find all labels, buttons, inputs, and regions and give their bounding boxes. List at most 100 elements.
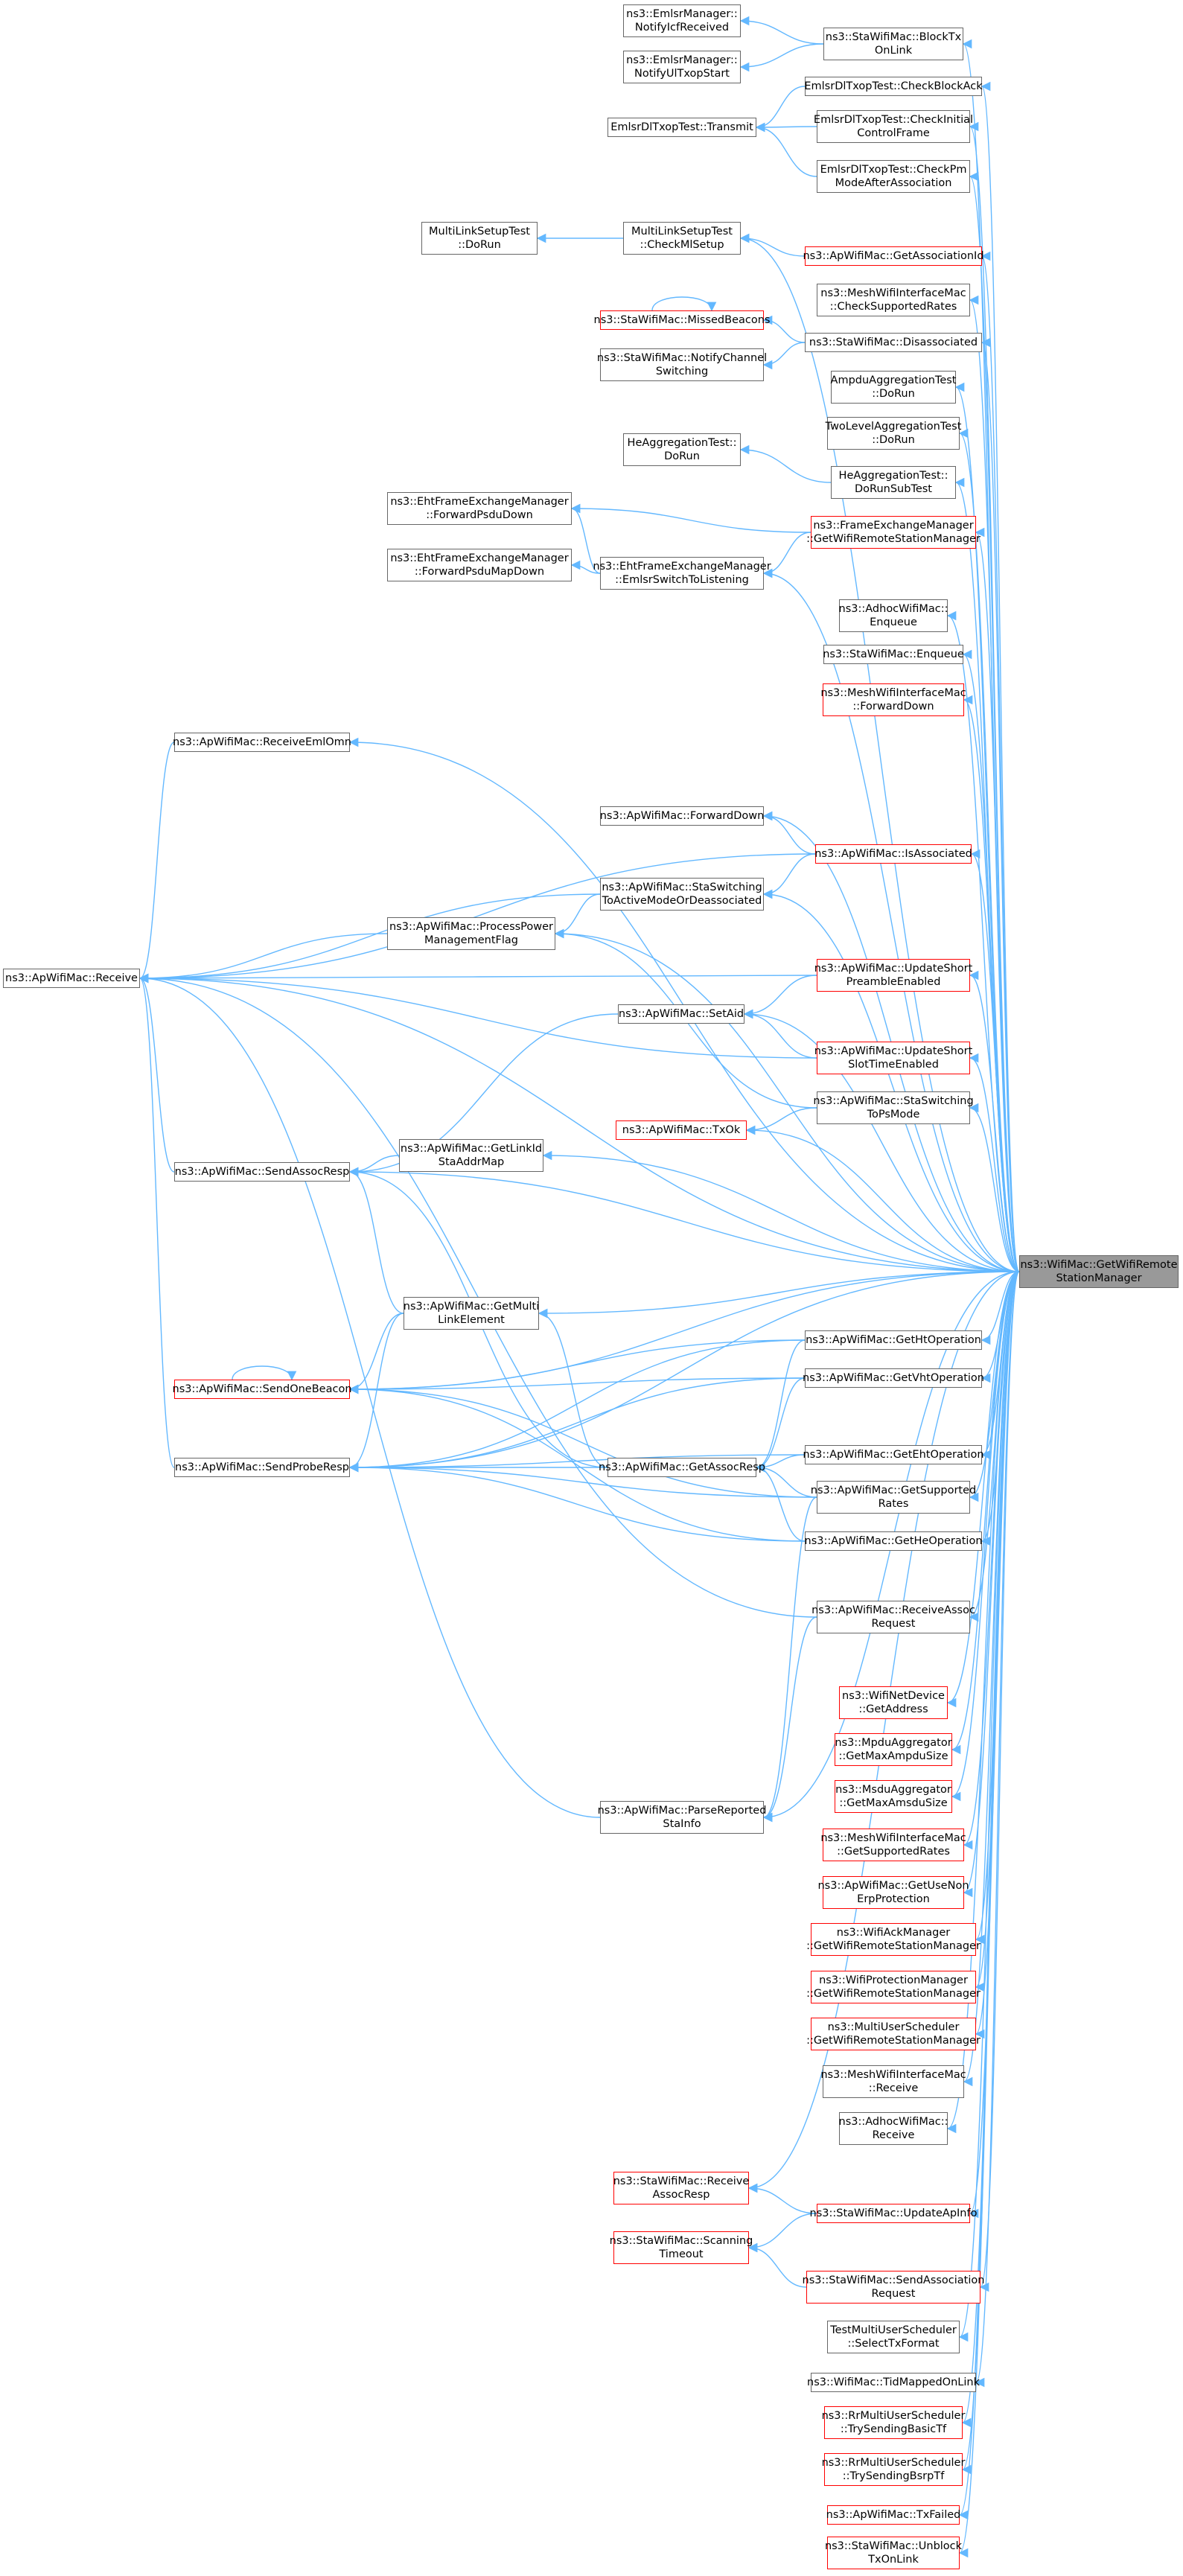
node-n14[interactable]: ns3::StaWifiMac::Disassociated xyxy=(805,333,982,352)
node-n17[interactable]: HeAggregationTest:: DoRun xyxy=(623,433,741,466)
node-n67[interactable]: ns3::RrMultiUserScheduler ::TrySendingBa… xyxy=(822,2406,965,2439)
edge-n31-n29 xyxy=(138,893,601,983)
node-n62[interactable]: ns3::StaWifiMac::UpdateApInfo xyxy=(810,2204,977,2223)
edge-n38-n39 xyxy=(348,1167,1020,1272)
node-n48[interactable]: ns3::ApWifiMac::GetHeOperation xyxy=(805,1531,983,1551)
node-n3[interactable]: ns3::StaWifiMac::BlockTx OnLink xyxy=(823,28,963,60)
node-n21[interactable]: ns3::EhtFrameExchangeManager ::ForwardPs… xyxy=(387,549,572,581)
node-n8[interactable]: MultiLinkSetupTest ::DoRun xyxy=(421,222,538,255)
edge-n42-n41 xyxy=(348,1339,806,1394)
edge-n31-n39 xyxy=(138,973,1020,1272)
edge-n40-n39 xyxy=(538,1271,1020,1319)
edge-n55-n39 xyxy=(963,1271,1020,1898)
node-n68[interactable]: ns3::RrMultiUserScheduler ::TrySendingBs… xyxy=(822,2453,965,2486)
node-n10[interactable]: ns3::ApWifiMac::GetAssociationId xyxy=(803,246,984,266)
node-n16[interactable]: TwoLevelAggregationTest ::DoRun xyxy=(826,417,961,450)
node-n27[interactable]: ns3::ApWifiMac::ForwardDown xyxy=(600,806,764,826)
edge-n70-n39 xyxy=(958,1271,1020,2557)
edge-n40-n46 xyxy=(538,1308,608,1468)
node-n63[interactable]: ns3::StaWifiMac::Scanning Timeout xyxy=(610,2231,753,2264)
edge-n53-n47 xyxy=(762,1496,817,1823)
node-n70[interactable]: ns3::StaWifiMac::Unblock TxOnLink xyxy=(825,2537,962,2569)
node-n23[interactable]: ns3::AdhocWifiMac:: Enqueue xyxy=(839,599,948,632)
node-n19[interactable]: ns3::EhtFrameExchangeManager ::ForwardPs… xyxy=(387,492,572,525)
node-n36[interactable]: ns3::ApWifiMac::TxOk xyxy=(616,1120,747,1140)
node-n38[interactable]: ns3::ApWifiMac::SendAssocResp xyxy=(174,1162,350,1182)
node-n25[interactable]: ns3::MeshWifiInterfaceMac ::ForwardDown xyxy=(820,683,966,716)
node-n34[interactable]: ns3::ApWifiMac::UpdateShort SlotTimeEnab… xyxy=(814,1042,972,1074)
node-n42[interactable]: ns3::ApWifiMac::SendOneBeacon xyxy=(173,1380,352,1399)
node-n5[interactable]: EmlsrDlTxopTest::Transmit xyxy=(608,118,756,137)
node-n49[interactable]: ns3::ApWifiMac::ReceiveAssoc Request xyxy=(811,1601,975,1633)
node-n61[interactable]: ns3::StaWifiMac::Receive AssocResp xyxy=(613,2172,749,2204)
edge-n31-n26 xyxy=(138,742,175,983)
node-n20[interactable]: ns3::FrameExchangeManager ::GetWifiRemot… xyxy=(806,516,980,549)
node-n22[interactable]: ns3::EhtFrameExchangeManager ::EmlsrSwit… xyxy=(593,557,771,590)
node-n1[interactable]: ns3::EmlsrManager:: NotifyIcfReceived xyxy=(623,4,741,37)
node-n7[interactable]: EmlsrDlTxopTest::CheckPm ModeAfterAssoci… xyxy=(817,160,970,193)
node-n58[interactable]: ns3::MultiUserScheduler ::GetWifiRemoteS… xyxy=(806,2018,980,2050)
node-n30[interactable]: ns3::ApWifiMac::ProcessPower ManagementF… xyxy=(387,917,555,950)
edge-n45-n47 xyxy=(348,1462,817,1498)
node-n15[interactable]: AmpduAggregationTest ::DoRun xyxy=(831,371,956,404)
node-n41[interactable]: ns3::ApWifiMac::GetHtOperation xyxy=(805,1330,982,1350)
node-n56[interactable]: ns3::WifiAckManager ::GetWifiRemoteStati… xyxy=(806,1923,980,1956)
edge-n33-n32 xyxy=(743,975,817,1019)
edge-n9-n10 xyxy=(739,233,806,257)
edge-n31-n45 xyxy=(138,974,175,1468)
edge-n31-n38 xyxy=(138,973,175,1173)
node-n2[interactable]: ns3::EmlsrManager:: NotifyUlTxopStart xyxy=(623,51,741,83)
node-n26[interactable]: ns3::ApWifiMac::ReceiveEmlOmn xyxy=(173,733,351,752)
node-n53[interactable]: ns3::ApWifiMac::ParseReported StaInfo xyxy=(598,1801,766,1834)
node-n4[interactable]: EmlsrDlTxopTest::CheckBlockAck xyxy=(804,77,983,96)
node-n37[interactable]: ns3::ApWifiMac::GetLinkId StaAddrMap xyxy=(399,1139,543,1172)
node-n52[interactable]: ns3::MsduAggregator ::GetMaxAmsduSize xyxy=(835,1780,952,1813)
node-n40[interactable]: ns3::ApWifiMac::GetMulti LinkElement xyxy=(404,1297,539,1330)
node-n65[interactable]: TestMultiUserScheduler ::SelectTxFormat xyxy=(827,2321,960,2353)
node-n12[interactable]: ns3::StaWifiMac::MissedBeacons xyxy=(594,310,770,330)
node-n44[interactable]: ns3::ApWifiMac::GetEhtOperation xyxy=(803,1445,984,1464)
node-n46[interactable]: ns3::ApWifiMac::GetAssocResp xyxy=(599,1458,765,1477)
node-n55[interactable]: ns3::ApWifiMac::GetUseNon ErpProtection xyxy=(817,1876,969,1909)
edge-n42-n47 xyxy=(348,1384,817,1498)
edge-n5-n7 xyxy=(755,122,817,177)
node-n43[interactable]: ns3::ApWifiMac::GetVhtOperation xyxy=(803,1368,984,1388)
edge-n45-n39 xyxy=(348,1271,1020,1473)
node-n50[interactable]: ns3::WifiNetDevice ::GetAddress xyxy=(839,1686,948,1719)
node-n31[interactable]: ns3::ApWifiMac::Receive xyxy=(3,969,140,988)
edge-n61-n39 xyxy=(747,1271,1020,2193)
edge-n42-n40 xyxy=(348,1313,404,1394)
edge-n41-n39 xyxy=(980,1271,1020,1345)
node-n29[interactable]: ns3::ApWifiMac::StaSwitching ToActiveMod… xyxy=(600,878,764,911)
node-n69[interactable]: ns3::ApWifiMac::TxFailed xyxy=(826,2505,960,2525)
edge-n21-n22 xyxy=(570,560,601,574)
node-n28[interactable]: ns3::ApWifiMac::IsAssociated xyxy=(814,844,972,864)
node-n54[interactable]: ns3::MeshWifiInterfaceMac ::GetSupported… xyxy=(820,1829,966,1861)
node-n9[interactable]: MultiLinkSetupTest ::CheckMlSetup xyxy=(623,222,741,255)
node-n33[interactable]: ns3::ApWifiMac::SetAid xyxy=(618,1004,744,1024)
node-n18[interactable]: HeAggregationTest:: DoRunSubTest xyxy=(831,466,956,499)
node-n6[interactable]: EmlsrDlTxopTest::CheckInitial ControlFra… xyxy=(814,110,973,143)
edge-n42-n43 xyxy=(348,1377,806,1394)
edge-n31-n34 xyxy=(138,973,817,1059)
node-n39[interactable]: ns3::WifiMac::GetWifiRemote StationManag… xyxy=(1019,1255,1179,1288)
node-n24[interactable]: ns3::StaWifiMac::Enqueue xyxy=(823,645,964,664)
node-n32[interactable]: ns3::ApWifiMac::UpdateShort PreambleEnab… xyxy=(814,959,972,992)
node-n11[interactable]: ns3::MeshWifiInterfaceMac ::CheckSupport… xyxy=(817,284,970,316)
edge-n4-n39 xyxy=(980,82,1020,1272)
node-n59[interactable]: ns3::MeshWifiInterfaceMac ::Receive xyxy=(820,2065,966,2098)
node-n13[interactable]: ns3::StaWifiMac::NotifyChannel Switching xyxy=(597,348,767,381)
node-n64[interactable]: ns3::StaWifiMac::SendAssociation Request xyxy=(803,2271,984,2304)
node-n51[interactable]: ns3::MpduAggregator ::GetMaxAmpduSize xyxy=(835,1733,952,1766)
edge-n50-n39 xyxy=(946,1271,1020,1708)
node-n60[interactable]: ns3::AdhocWifiMac:: Receive xyxy=(839,2112,948,2145)
node-n66[interactable]: ns3::WifiMac::TidMappedOnLink xyxy=(807,2373,980,2392)
node-n35[interactable]: ns3::ApWifiMac::StaSwitching ToPsMode xyxy=(813,1091,974,1124)
edge-n53-n49 xyxy=(762,1616,817,1823)
node-n47[interactable]: ns3::ApWifiMac::GetSupported Rates xyxy=(811,1481,976,1514)
edge-n29-n39 xyxy=(762,889,1020,1272)
edge-n20-n39 xyxy=(975,528,1020,1272)
edge-n42-n42 xyxy=(232,1365,297,1381)
node-n45[interactable]: ns3::ApWifiMac::SendProbeResp xyxy=(174,1458,350,1477)
node-n57[interactable]: ns3::WifiProtectionManager ::GetWifiRemo… xyxy=(806,1971,980,2003)
